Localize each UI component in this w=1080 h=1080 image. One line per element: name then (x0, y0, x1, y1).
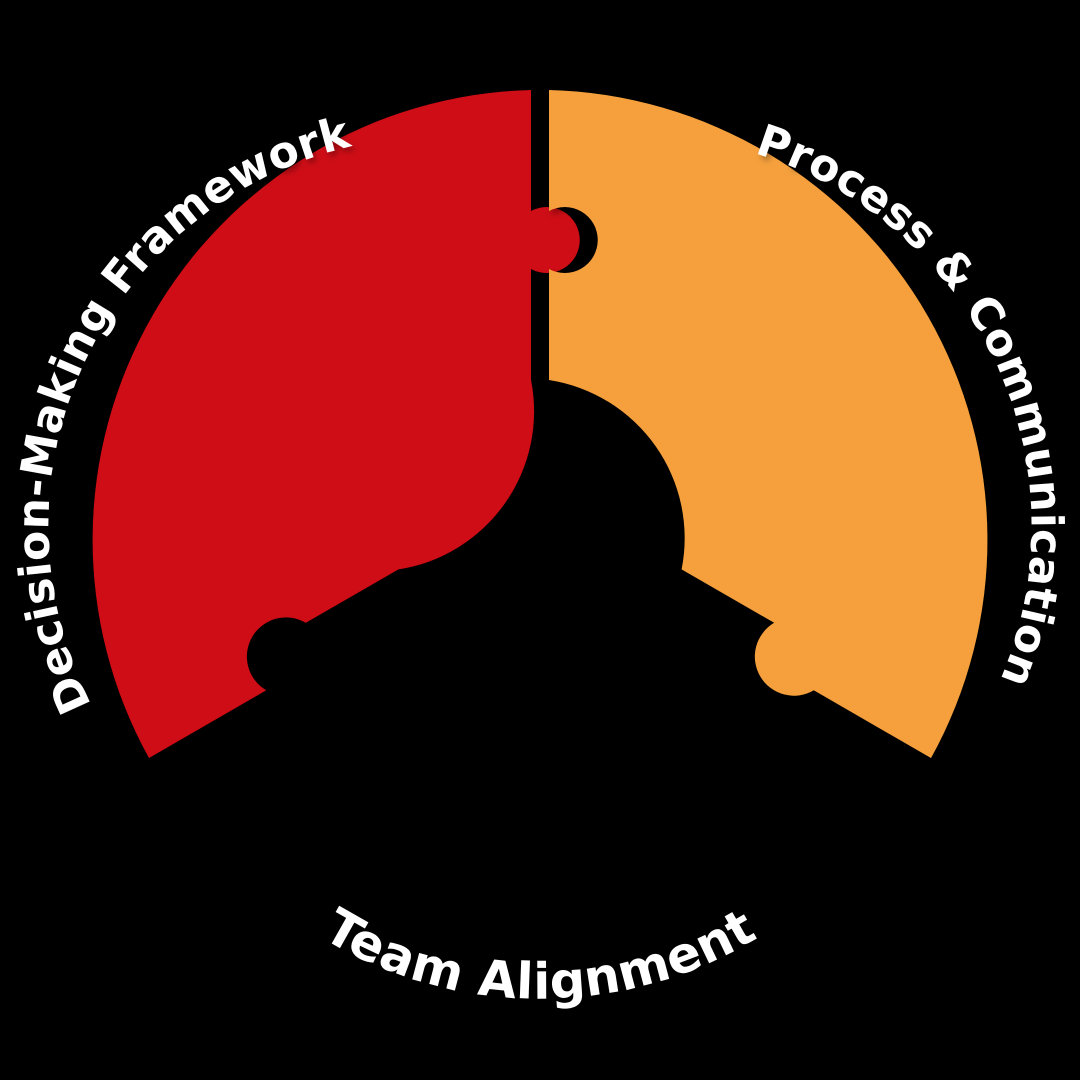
bottom-caption-label: Team Alignment (315, 897, 765, 1011)
puzzle-piece-left-shape[interactable] (92, 90, 580, 758)
puzzle-piece-right-shape[interactable] (549, 90, 988, 758)
puzzle-piece-left[interactable] (92, 90, 580, 758)
puzzle-piece-right[interactable] (549, 90, 988, 758)
